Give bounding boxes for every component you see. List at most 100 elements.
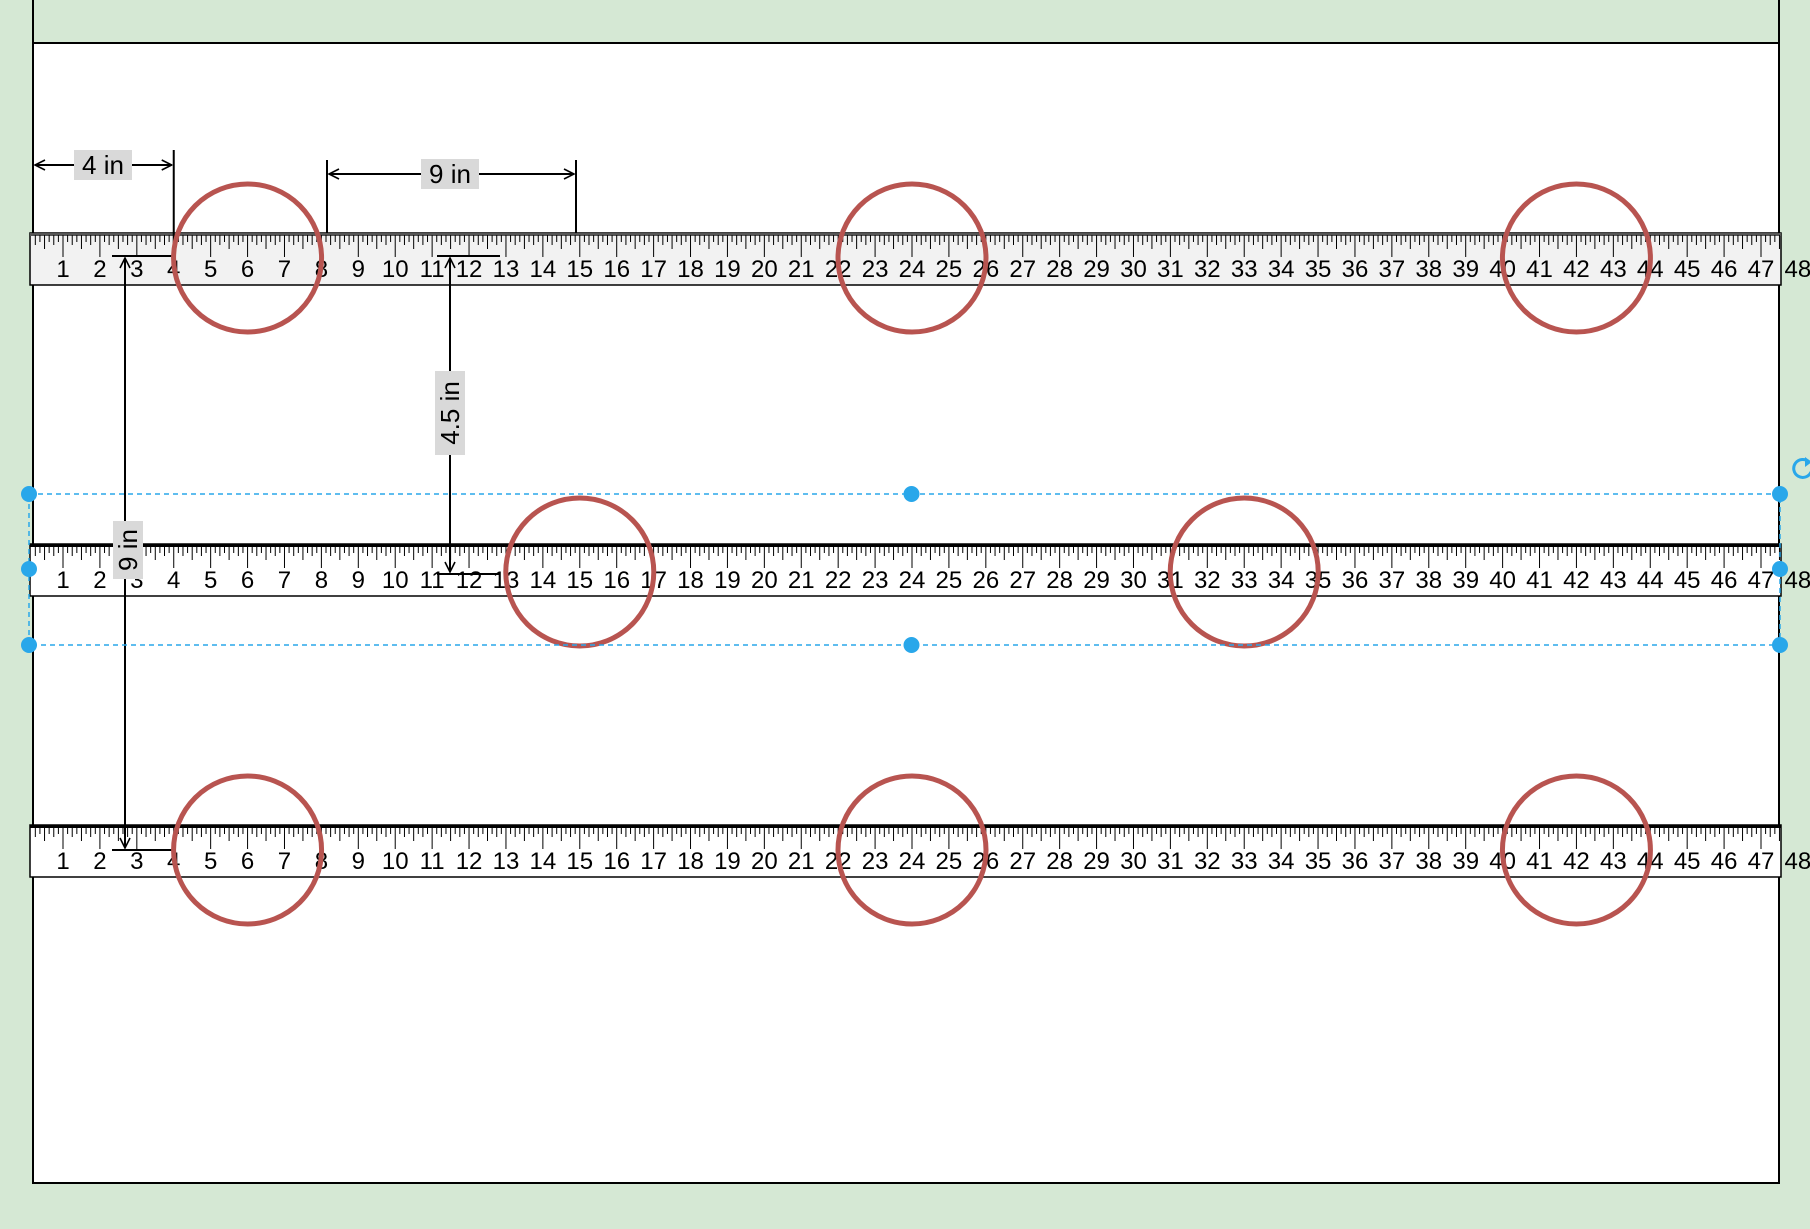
ruler-label: 28 xyxy=(1046,256,1073,283)
rotate-icon[interactable] xyxy=(1792,457,1810,479)
ruler-label: 43 xyxy=(1600,567,1627,594)
ruler-label: 10 xyxy=(382,256,409,283)
selection-box[interactable] xyxy=(21,457,1810,653)
ruler-label: 1 xyxy=(56,256,69,283)
ruler-label: 34 xyxy=(1268,848,1295,875)
ruler-label: 45 xyxy=(1674,848,1701,875)
resize-handle[interactable] xyxy=(21,486,37,502)
resize-handle[interactable] xyxy=(1772,637,1788,653)
ruler-label: 29 xyxy=(1083,848,1110,875)
ruler-label: 43 xyxy=(1600,848,1627,875)
ruler-label: 37 xyxy=(1379,256,1406,283)
ruler-label: 30 xyxy=(1120,256,1147,283)
ruler-label: 48 xyxy=(1785,848,1810,875)
ruler-label: 23 xyxy=(862,256,889,283)
highlight-circle[interactable] xyxy=(1499,773,1653,927)
ruler-label: 47 xyxy=(1748,848,1775,875)
ruler-label: 12 xyxy=(456,848,483,875)
ruler-label: 21 xyxy=(788,848,815,875)
ruler-label: 11 xyxy=(420,256,445,283)
ruler-label: 36 xyxy=(1342,256,1369,283)
resize-handle[interactable] xyxy=(1772,561,1788,577)
dimension-label: 9 in xyxy=(429,159,471,189)
resize-handle[interactable] xyxy=(1772,486,1788,502)
ruler-label: 10 xyxy=(382,848,409,875)
ruler-label: 47 xyxy=(1748,256,1775,283)
highlight-circle[interactable] xyxy=(1167,495,1321,649)
ruler-label: 21 xyxy=(788,256,815,283)
resize-handle[interactable] xyxy=(903,486,920,502)
ruler-label: 7 xyxy=(278,848,291,875)
ruler-label: 30 xyxy=(1120,567,1147,594)
ruler-label: 3 xyxy=(130,256,143,283)
ruler-label: 14 xyxy=(530,848,557,875)
ruler-label: 36 xyxy=(1342,567,1369,594)
ruler-label: 47 xyxy=(1748,567,1775,594)
ruler-label: 32 xyxy=(1194,567,1221,594)
dim-9in-left[interactable]: 9 in xyxy=(112,255,176,851)
ruler-label: 28 xyxy=(1046,567,1073,594)
dim-4in[interactable]: 4 in xyxy=(32,150,175,258)
ruler-label: 37 xyxy=(1379,567,1406,594)
ruler-label: 9 xyxy=(352,567,365,594)
dimension-label-group: 9 in xyxy=(421,159,479,189)
rotate-arc xyxy=(1792,457,1810,479)
ruler-label: 23 xyxy=(862,848,889,875)
ruler-label: 34 xyxy=(1268,567,1295,594)
ruler-label: 1 xyxy=(56,567,69,594)
ruler-label: 33 xyxy=(1231,567,1258,594)
highlight-circle[interactable] xyxy=(171,181,325,335)
ruler-label: 34 xyxy=(1268,256,1295,283)
ruler-label: 9 xyxy=(352,848,365,875)
ruler-label: 7 xyxy=(278,256,291,283)
ruler-label: 35 xyxy=(1305,256,1332,283)
circles-layer xyxy=(171,181,1653,927)
dim-9in-top[interactable]: 9 in xyxy=(326,159,577,233)
ruler-label: 18 xyxy=(677,256,704,283)
highlight-circle[interactable] xyxy=(835,181,989,335)
dim-4-5in[interactable]: 4.5 in xyxy=(435,255,500,575)
ruler-label: 41 xyxy=(1526,848,1553,875)
resize-handle[interactable] xyxy=(903,637,920,653)
ruler-label: 35 xyxy=(1305,848,1332,875)
ruler-label: 5 xyxy=(204,567,217,594)
ruler-label: 23 xyxy=(862,567,889,594)
ruler-label: 33 xyxy=(1231,848,1258,875)
ruler-label: 48 xyxy=(1785,256,1810,283)
ruler-label: 19 xyxy=(714,848,741,875)
ruler-label: 45 xyxy=(1674,567,1701,594)
ruler-label: 8 xyxy=(315,567,328,594)
ruler-label: 10 xyxy=(382,567,409,594)
resize-handle[interactable] xyxy=(21,637,37,653)
ruler-label: 40 xyxy=(1489,567,1516,594)
highlight-circle[interactable] xyxy=(1499,181,1653,335)
ruler-label: 20 xyxy=(751,567,778,594)
dimension-label-bg xyxy=(421,159,479,189)
resize-handle[interactable] xyxy=(21,561,37,577)
ruler-label: 30 xyxy=(1120,848,1147,875)
ruler-label: 21 xyxy=(788,567,815,594)
ruler-label: 41 xyxy=(1526,567,1553,594)
ruler-label: 48 xyxy=(1785,567,1810,594)
highlight-circle[interactable] xyxy=(171,773,325,927)
ruler-label: 16 xyxy=(603,567,630,594)
highlight-circle[interactable] xyxy=(503,495,657,649)
ruler-label: 32 xyxy=(1194,848,1221,875)
ruler-label: 4 xyxy=(167,567,180,594)
ruler-label: 32 xyxy=(1194,256,1221,283)
ruler-label: 27 xyxy=(1009,256,1036,283)
ruler-label: 31 xyxy=(1157,848,1184,875)
ruler-label: 11 xyxy=(420,567,445,594)
ruler-label: 45 xyxy=(1674,256,1701,283)
ruler-label: 17 xyxy=(640,848,667,875)
highlight-circle[interactable] xyxy=(835,773,989,927)
ruler-label: 29 xyxy=(1083,567,1110,594)
